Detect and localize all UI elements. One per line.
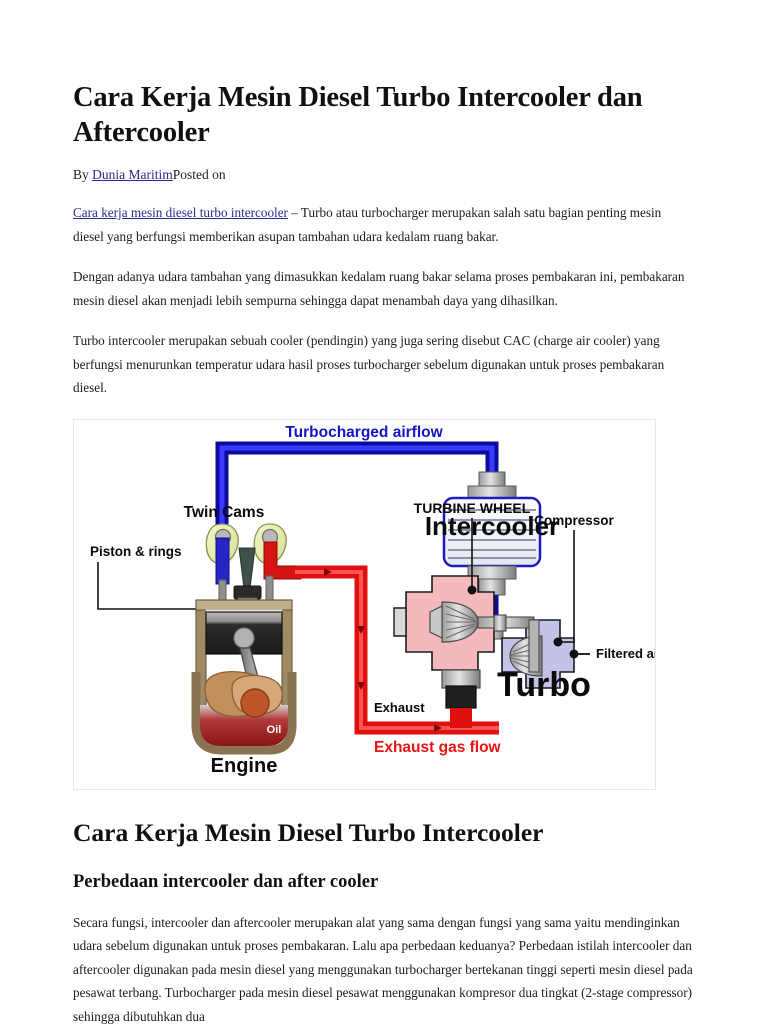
section-heading-3: Perbedaan intercooler dan after cooler bbox=[73, 870, 695, 894]
paragraph-2: Dengan adanya udara tambahan yang dimasu… bbox=[73, 265, 695, 312]
page-title: Cara Kerja Mesin Diesel Turbo Intercoole… bbox=[73, 0, 695, 150]
lead-keyword-link[interactable]: Cara kerja mesin diesel turbo intercoole… bbox=[73, 205, 288, 220]
section-heading-2: Cara Kerja Mesin Diesel Turbo Intercoole… bbox=[73, 818, 695, 848]
label-engine: Engine bbox=[211, 755, 278, 777]
lead-paragraph: Cara kerja mesin diesel turbo intercoole… bbox=[73, 201, 695, 248]
engine-crankcase: Oil bbox=[196, 671, 292, 749]
byline-prefix: By bbox=[73, 167, 92, 182]
label-turbocharged-airflow: Turbocharged airflow bbox=[285, 424, 443, 441]
label-exhaust-gas-flow: Exhaust gas flow bbox=[374, 739, 502, 756]
compressor-leader-dot bbox=[554, 637, 563, 646]
paragraph-4: Secara fungsi, intercooler dan aftercool… bbox=[73, 911, 695, 1028]
label-piston-rings: Piston & rings bbox=[90, 544, 182, 559]
byline-suffix: Posted on bbox=[173, 167, 226, 182]
turbo-bearing-housing bbox=[494, 615, 506, 631]
label-filtered-air-inlet: Filtered air inlet bbox=[596, 646, 655, 661]
filtered-air-leader-dot bbox=[570, 649, 579, 658]
byline-author-link[interactable]: Dunia Maritim bbox=[92, 167, 173, 182]
byline: By Dunia MaritimPosted on bbox=[73, 166, 695, 184]
turbine-wheel-leader-dot bbox=[468, 585, 477, 594]
label-oil: Oil bbox=[267, 724, 282, 736]
label-exhaust: Exhaust bbox=[374, 700, 425, 715]
label-turbine-wheel: TURBINE WHEEL bbox=[414, 500, 531, 516]
label-turbo: Turbo bbox=[497, 666, 591, 704]
label-compressor: Compressor bbox=[534, 513, 614, 528]
turbo-intercooler-diagram: Turbocharged airflow bbox=[73, 419, 656, 790]
label-twin-cams: Twin Cams bbox=[184, 504, 265, 521]
paragraph-3: Turbo intercooler merupakan sebuah coole… bbox=[73, 329, 695, 400]
